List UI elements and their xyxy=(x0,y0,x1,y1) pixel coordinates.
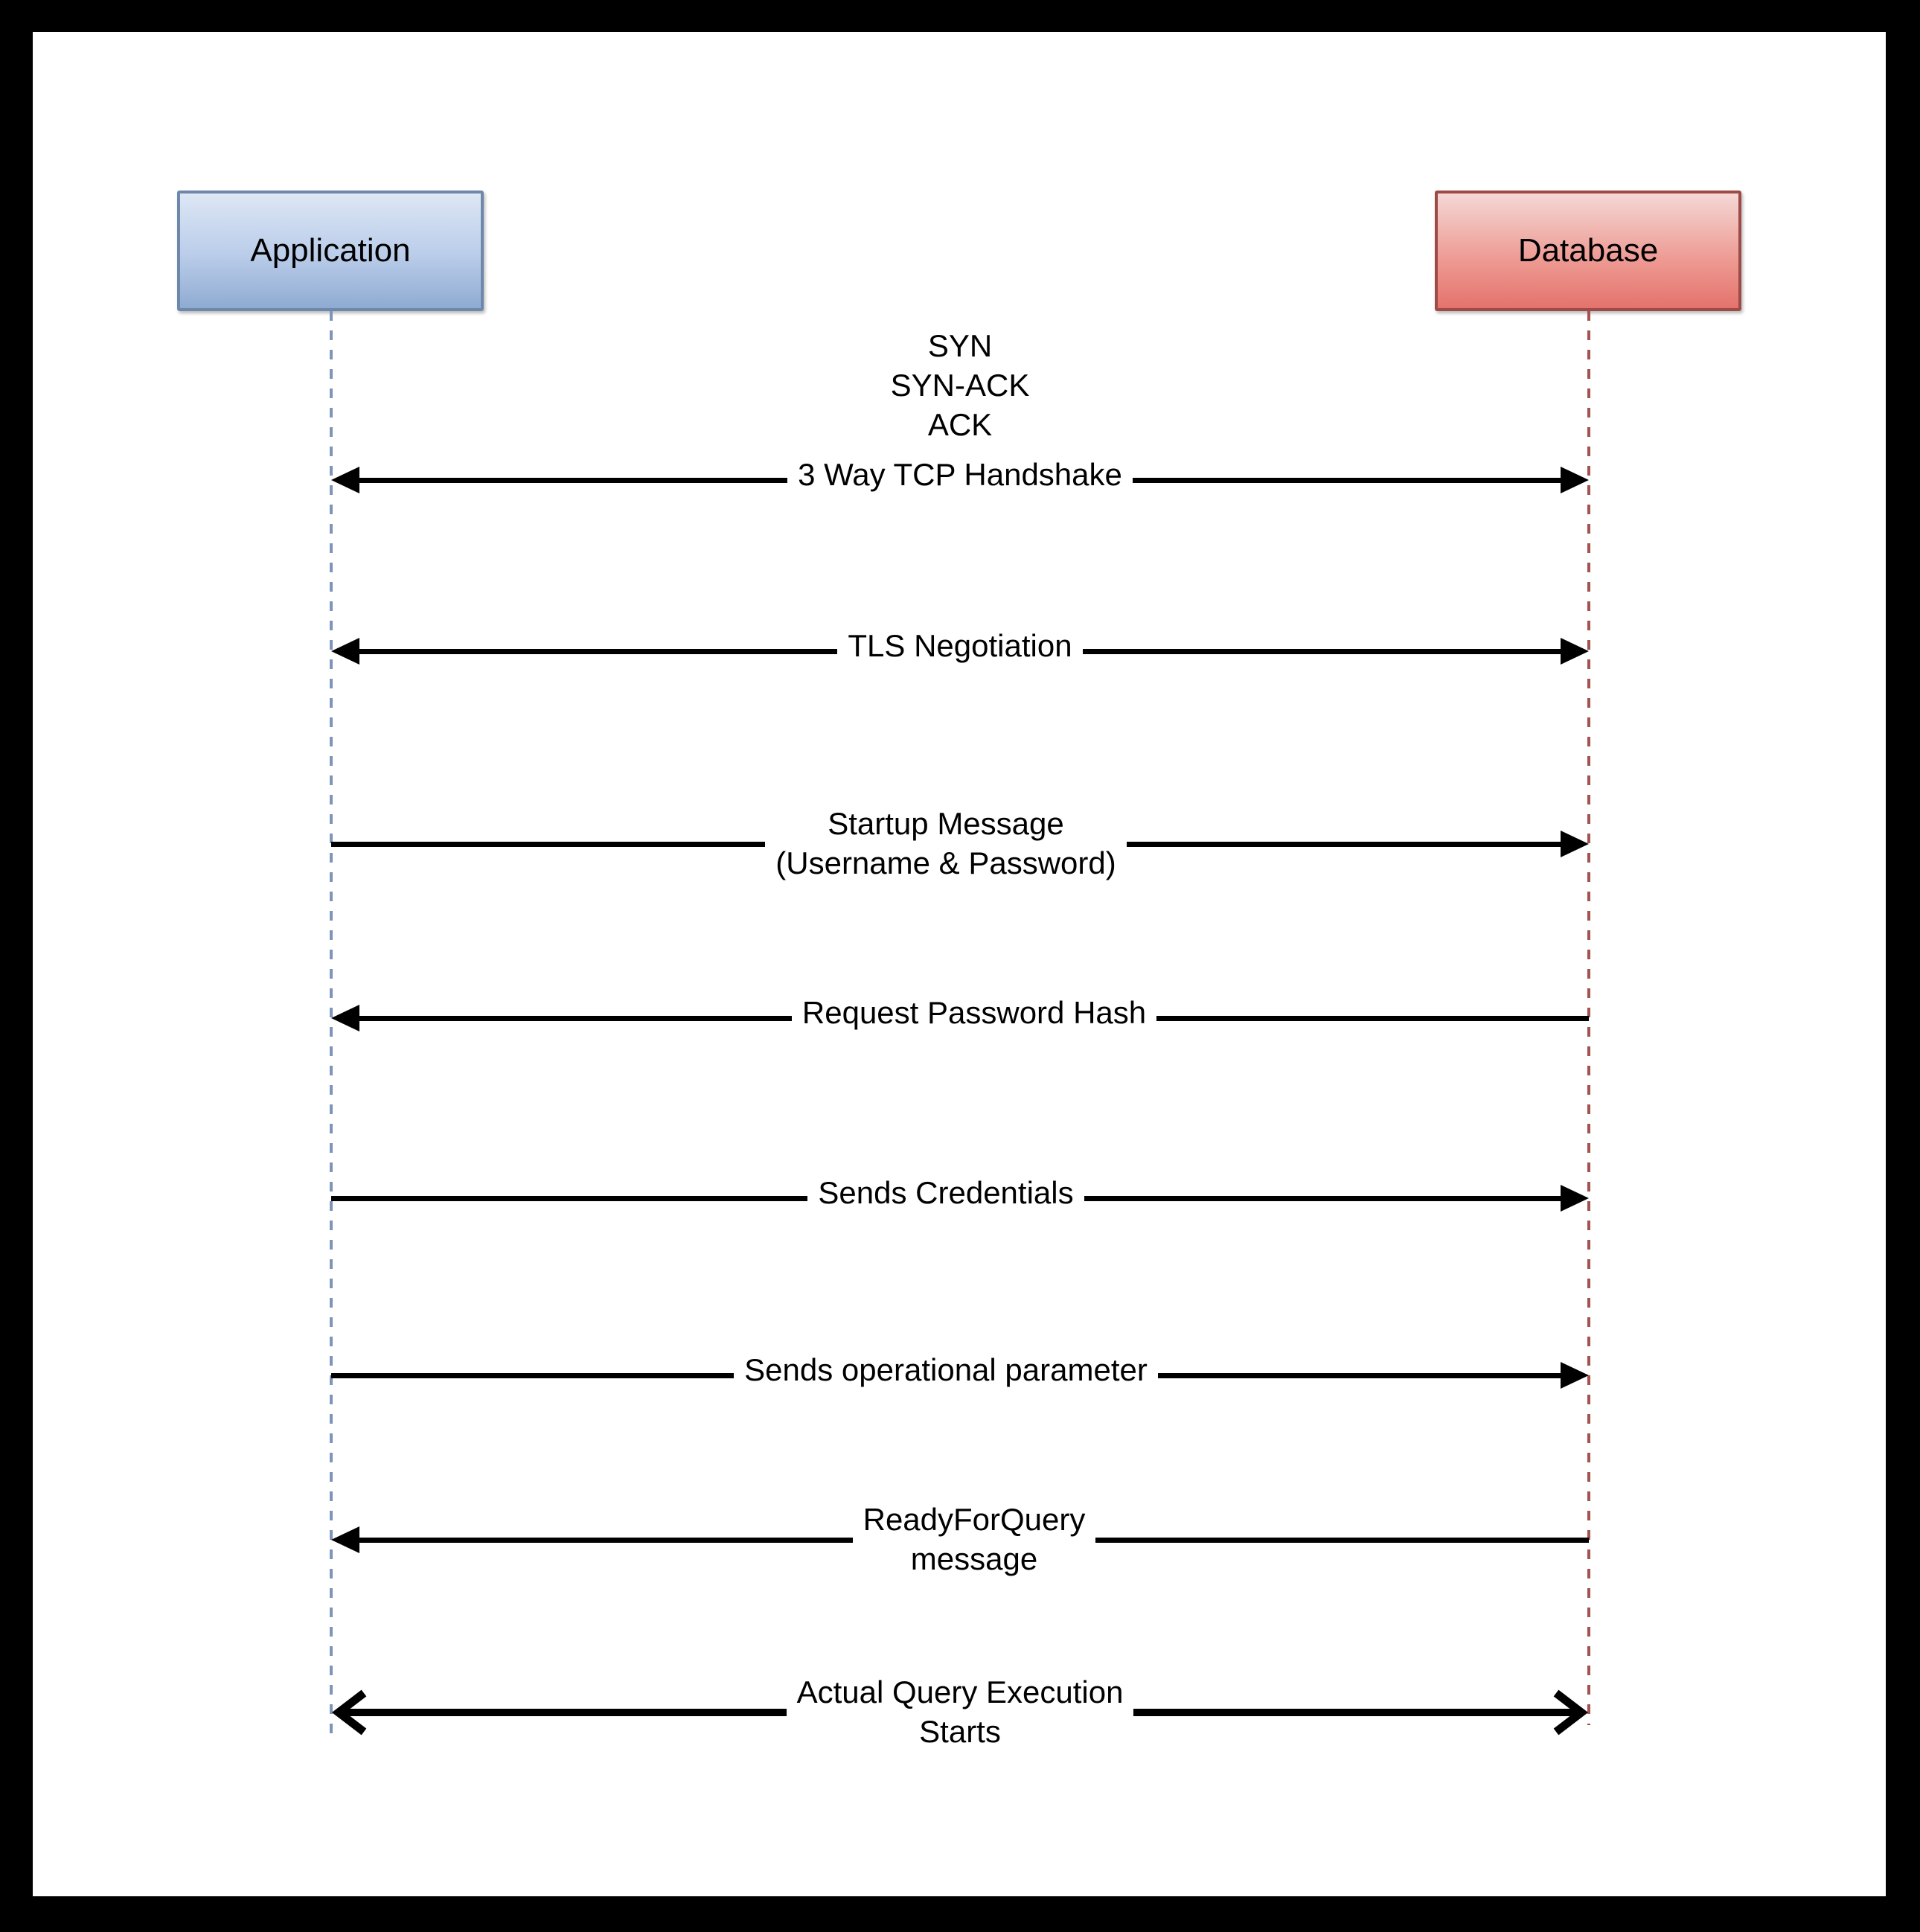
message-line xyxy=(1084,1195,1561,1201)
message-line xyxy=(1133,1709,1576,1716)
message-label-line1: Actual Query Execution xyxy=(796,1674,1124,1710)
message-line xyxy=(1095,1537,1589,1543)
open-arrowhead-left-icon xyxy=(331,1689,367,1736)
message-line xyxy=(1157,1372,1561,1378)
arrowhead-left-icon xyxy=(331,638,359,665)
arrowhead-right-icon xyxy=(1561,831,1589,857)
actor-application: Application xyxy=(177,191,484,311)
message-label: Startup Message (Username & Password) xyxy=(765,805,1126,883)
message-label: 3 Way TCP Handshake xyxy=(798,456,1122,492)
message-line xyxy=(359,648,838,654)
message-line xyxy=(1126,841,1561,847)
message-label-line1: Startup Message xyxy=(828,806,1064,842)
message-line xyxy=(331,1372,735,1378)
diagram-canvas xyxy=(33,32,1886,1896)
message-label-line2: Starts xyxy=(919,1714,1001,1749)
actor-application-label: Application xyxy=(250,232,411,269)
actor-database-label: Database xyxy=(1517,232,1659,269)
actor-database: Database xyxy=(1435,191,1741,311)
arrowhead-right-icon xyxy=(1561,638,1589,665)
tcp-step-ack: ACK xyxy=(927,407,993,442)
arrowhead-left-icon xyxy=(331,467,359,493)
tcp-step-syn: SYN xyxy=(927,328,993,363)
message-line xyxy=(359,1537,853,1543)
arrowhead-left-icon xyxy=(331,1005,359,1031)
message-label-line2: message xyxy=(910,1541,1038,1576)
message-line xyxy=(1082,648,1561,654)
message-label: Request Password Hash xyxy=(801,994,1147,1030)
tcp-step-syn-ack: SYN-ACK xyxy=(890,368,1030,403)
message-label-line1: ReadyForQuery xyxy=(863,1502,1086,1538)
message-line xyxy=(1156,1015,1590,1021)
message-line xyxy=(345,1709,787,1716)
message-label-line2: (Username & Password) xyxy=(775,845,1116,880)
message-line xyxy=(331,841,766,847)
arrowhead-right-icon xyxy=(1561,1362,1589,1389)
open-arrowhead-right-icon xyxy=(1553,1689,1589,1736)
tcp-handshake-steps: SYN SYN-ACK ACK xyxy=(331,326,1589,444)
message-label: TLS Negotiation xyxy=(848,627,1072,663)
message-line xyxy=(331,1195,808,1201)
message-label: Sends operational parameter xyxy=(744,1352,1148,1387)
message-label: ReadyForQuery message xyxy=(853,1500,1096,1579)
message-line xyxy=(1132,477,1561,483)
message-label: Sends Credentials xyxy=(818,1174,1074,1210)
message-line xyxy=(359,477,788,483)
message-line xyxy=(359,1015,792,1021)
arrowhead-left-icon xyxy=(331,1526,359,1553)
arrowhead-right-icon xyxy=(1561,1185,1590,1212)
message-label: Actual Query Execution Starts xyxy=(787,1673,1134,1752)
arrowhead-right-icon xyxy=(1561,467,1589,493)
